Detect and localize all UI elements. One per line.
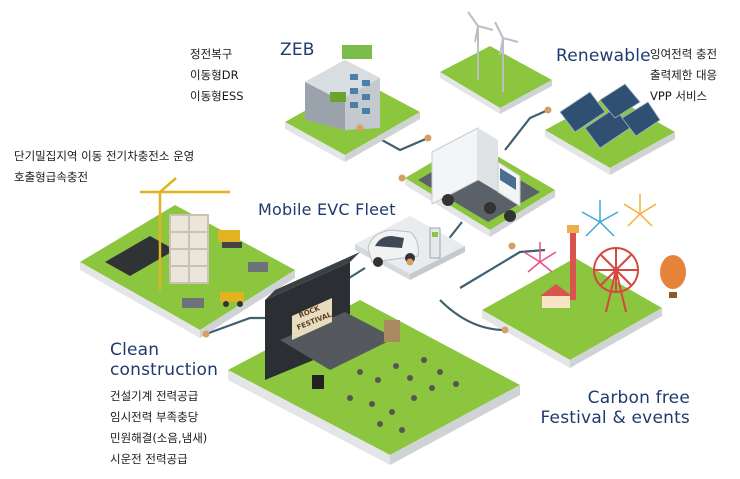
renewable-note-2: 출력제한 대응 [650,68,718,82]
charging-station-icon [429,227,441,259]
node-renewable [544,106,552,114]
concert-stage-icon: ROCK FESTIVAL [265,252,400,389]
ev-charging-platform [355,216,465,280]
zeb-platform [285,45,420,162]
connector-nodes [202,106,552,338]
construction-platform [80,177,295,338]
drop-tower-icon [567,225,579,300]
connector-stage-to-carnival [459,248,546,289]
construction-note-2: 임시전력 부족충당 [110,410,199,424]
solar-panel-icon [559,83,661,149]
construction-note-3: 민원해결(소음,냄새) [110,431,208,445]
mobile-fleet-title: Mobile EVC Fleet [258,200,396,219]
node-stage-right [508,242,516,250]
node-carnival [501,326,509,334]
zeb-notes: 정전복구 이동형DR 이동형ESS [190,44,244,107]
connector-renewable-to-truck [504,108,549,151]
construction-title: Clean construction [110,340,218,380]
tower-crane-icon [140,177,230,290]
zeb-note-3: 이동형ESS [190,89,244,103]
charging-note-1: 단기밀집지역 이동 전기차충전소 운영 [14,149,195,163]
construction-note-4: 시운전 전력공급 [110,452,188,466]
zeb-note-1: 정전복구 [190,47,233,61]
wind-platform [440,11,552,114]
renewable-notes: 잉여전력 충전 출력제한 대응 VPP 서비스 [650,44,717,107]
festival-title: Carbon free Festival & events [540,388,690,428]
wind-turbine-icon [467,11,519,92]
node-zeb [356,124,364,132]
renewable-note-3: VPP 서비스 [650,89,708,103]
hot-air-balloon-icon [660,255,686,298]
charging-note-2: 호출형급속충전 [14,170,89,184]
solar-platform [545,83,675,175]
construction-notes: 건설기계 전력공급 임시전력 부족충당 민원해결(소음,냄새) 시운전 전력공급 [110,386,207,470]
construction-title-line2: construction [110,360,219,380]
connector-carnival-loop [439,299,506,332]
node-festival [406,258,414,266]
node-truck-top [424,134,432,142]
zeb-note-2: 이동형DR [190,68,239,82]
construction-title-line1: Clean [110,340,160,360]
construction-note-1: 건설기계 전력공급 [110,389,199,403]
truck-icon [220,292,244,307]
truck-platform [405,127,555,237]
renewable-note-1: 잉여전력 충전 [650,47,718,61]
node-construction [202,330,210,338]
excavator-icon [218,230,242,248]
festival-platform: ROCK FESTIVAL [228,252,520,465]
renewable-title: Renewable [556,46,651,66]
festival-title-line2: Festival & events [540,408,690,428]
zeb-title: ZEB [280,40,315,60]
charging-notes: 단기밀집지역 이동 전기차충전소 운영 호출형급속충전 [14,146,194,188]
building-under-construction-icon [169,214,209,284]
festival-title-line1: Carbon free [587,388,690,408]
crowd-icon [347,357,459,433]
node-truck-left [398,174,406,182]
electric-car-icon [367,229,419,267]
fireworks-icon [523,194,657,273]
carousel-tent-icon [540,284,572,308]
connector-construction-to-stage [205,316,270,336]
delivery-truck-icon [431,127,521,222]
ferris-wheel-icon [593,247,639,313]
carnival-platform [482,194,686,368]
